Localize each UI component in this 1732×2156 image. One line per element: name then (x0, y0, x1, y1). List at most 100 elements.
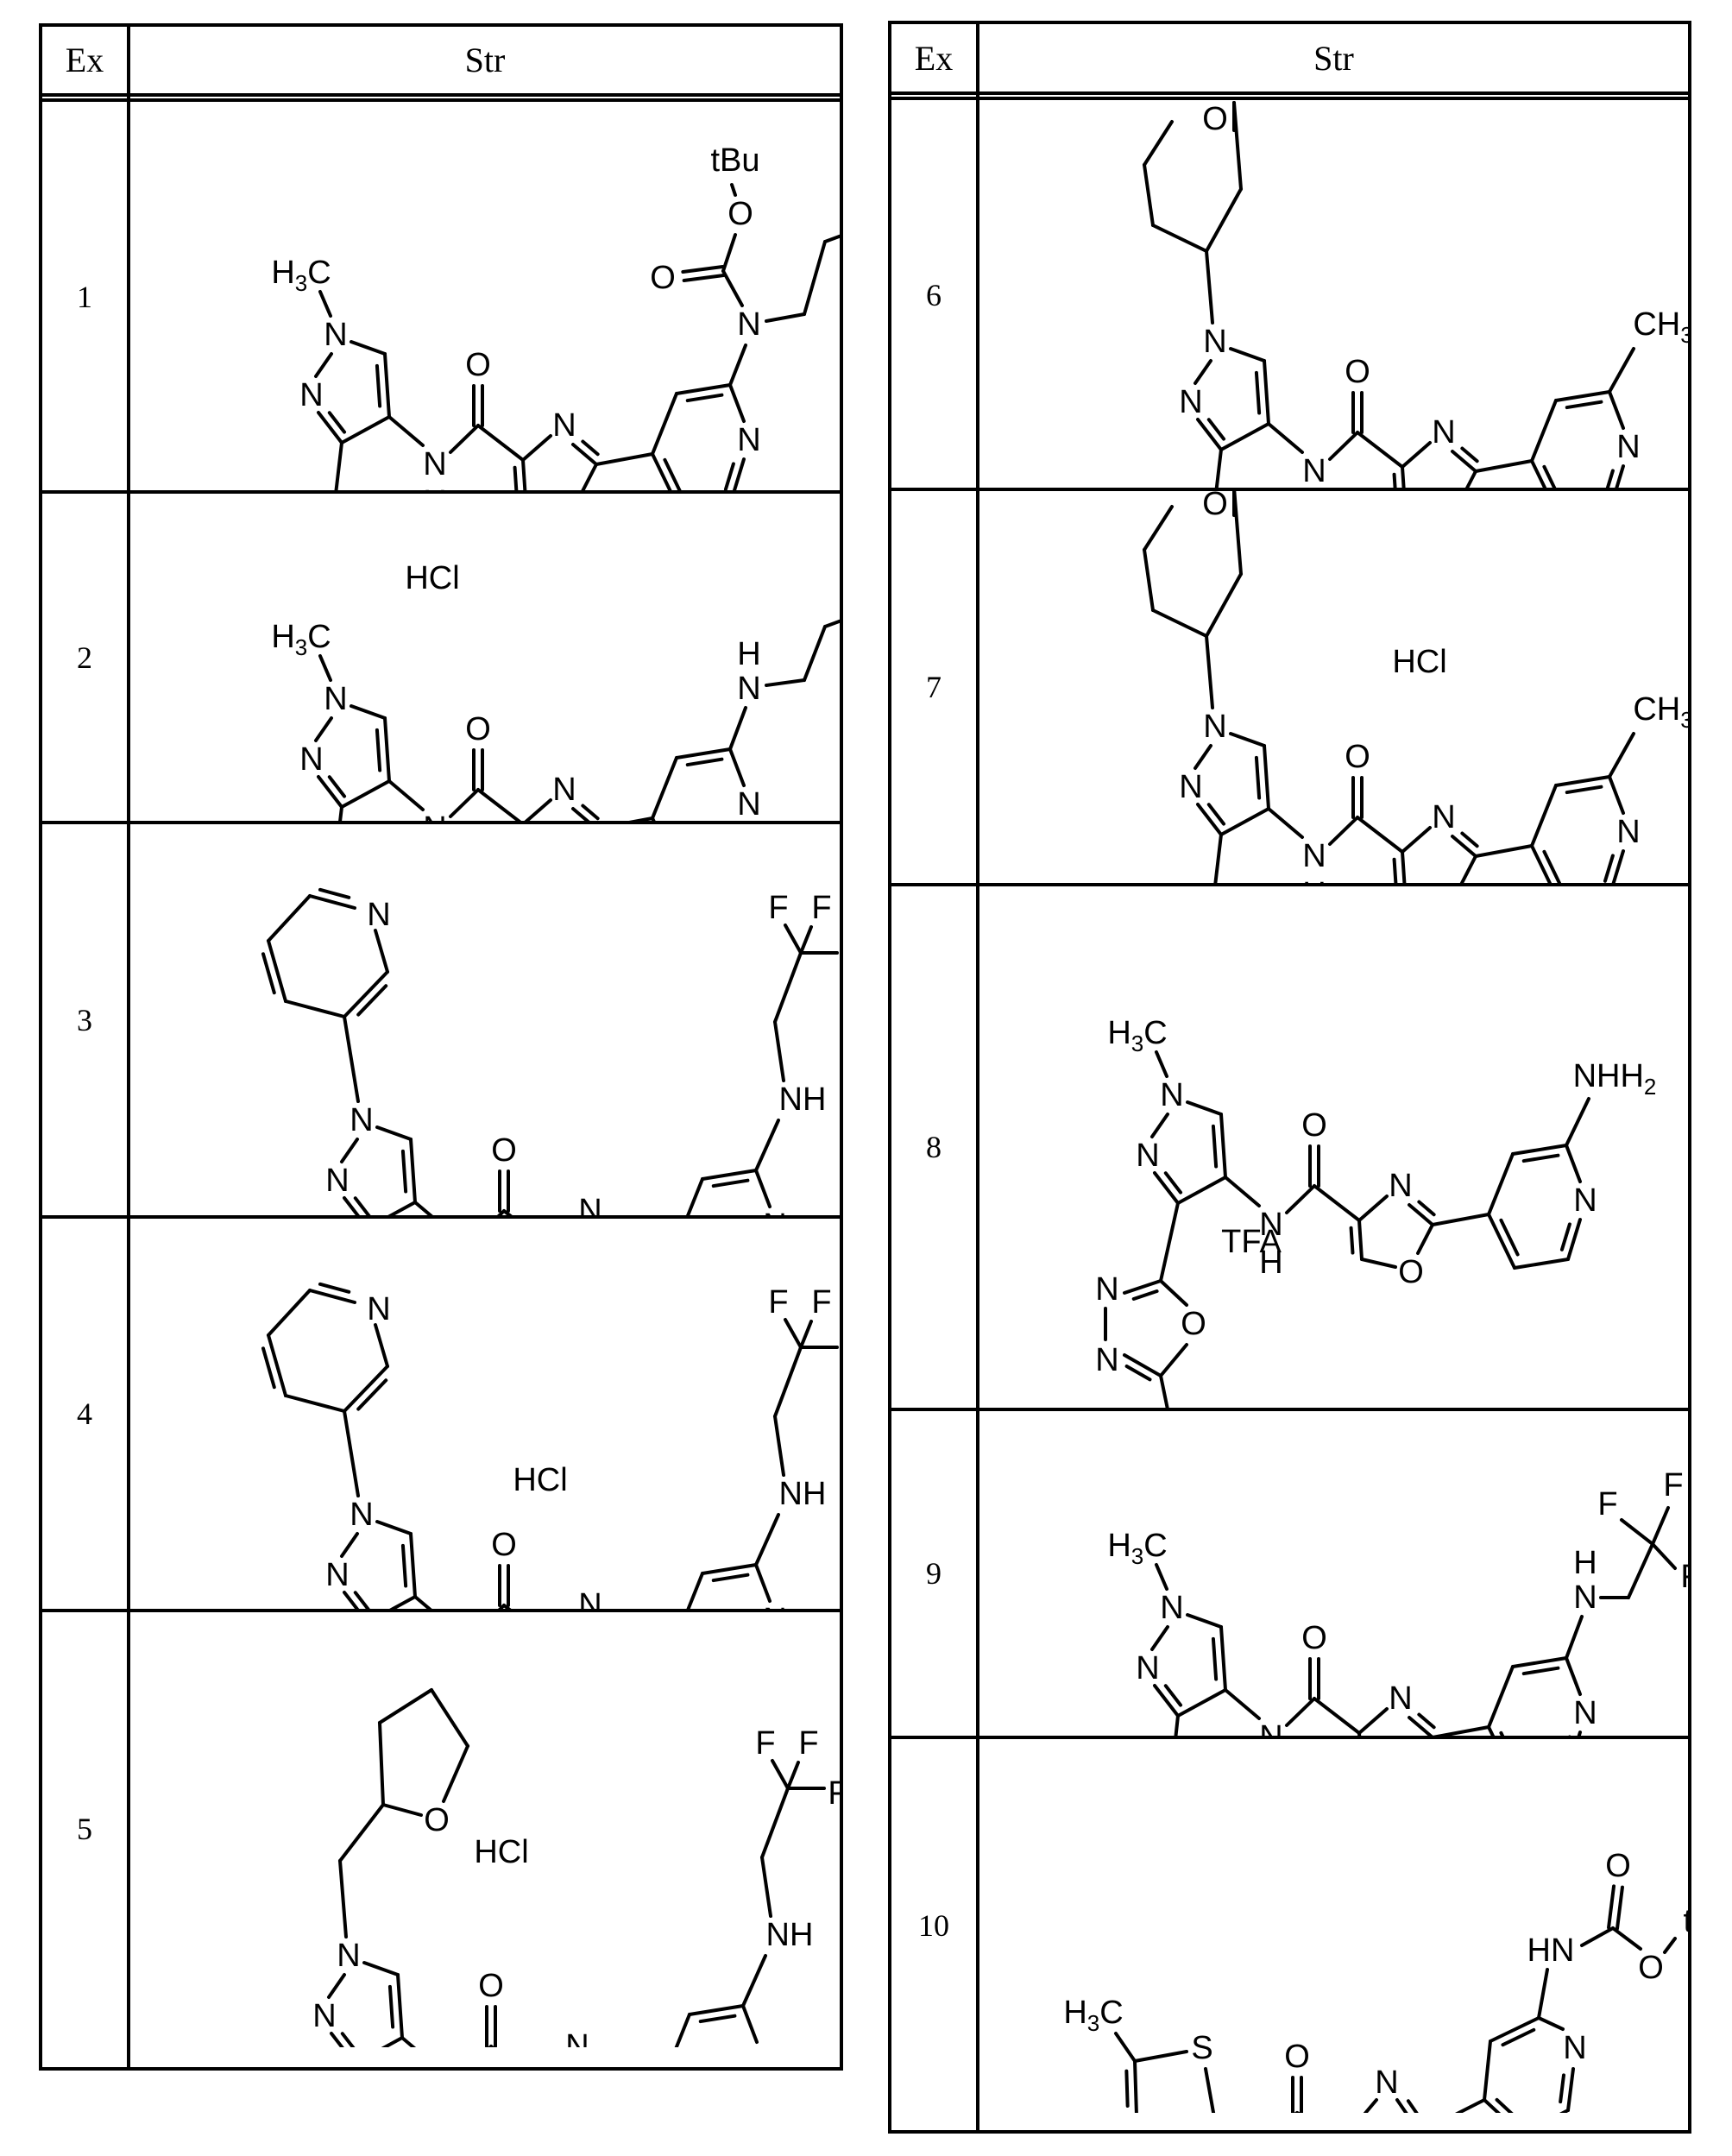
amide-o-label: O (1301, 1107, 1327, 1144)
oxazole-n-label: N (578, 1193, 601, 1217)
structure-drawing: NNNHONONH3COH2NNOOtBuOCH3 (236, 142, 935, 561)
oxazole-n-label: N (1389, 1680, 1412, 1717)
carbamate-n-label: N (737, 306, 760, 343)
h3c-label: H3C (1107, 1528, 1167, 1569)
amine-n-label: N (737, 671, 760, 707)
chemical-structure: NNNHONONOONH2NHFFFHCl (266, 1688, 848, 2156)
example-number: 2 (77, 640, 92, 675)
pyrazole-n2-label: N (1136, 1138, 1159, 1174)
structure-drawing: NNNHONONNOH2NNHFFFHCl (261, 1282, 861, 1741)
left-structure-table: ExStr1NNNHONONH3COH2NNOOtBuOCH32NNNHONON… (39, 23, 936, 2156)
ester-o-label: O (727, 196, 753, 232)
oxazole-n-label: N (1432, 414, 1455, 451)
structure-cell: NNNHONONOONH2NHFFFHCl (130, 1611, 848, 2156)
fluorine-label: F (768, 890, 788, 926)
pyridine-n-label: N (1616, 429, 1640, 465)
structure-drawing: SNH3COH2NNHONONHNOOtBu (1063, 1848, 1732, 2156)
pyrazole-n1-label: N (1160, 1077, 1183, 1113)
pyridine-n-label: N (737, 422, 760, 458)
structure-drawing: NNNHONONH3COH2NNHOCH3HCl (236, 545, 935, 925)
amide-o-label: O (491, 1132, 517, 1169)
pyrazole-n1-label: N (1160, 1590, 1183, 1626)
column-divider (976, 24, 979, 2130)
header-divider (42, 93, 840, 97)
pyrazole-n1-label: N (350, 1497, 373, 1533)
hcl-salt-label: HCl (405, 560, 459, 596)
example-number: 6 (926, 277, 942, 312)
oxazole-n-label: N (552, 407, 576, 444)
amine-nh-label: NH (766, 1917, 814, 1953)
ch3-label: CH3 (1633, 691, 1688, 733)
row-divider (42, 490, 840, 494)
pyrazole-n2-label: N (1179, 384, 1202, 420)
pyridine-n-label: N (367, 1291, 390, 1327)
pyridine-n-label: N (750, 2043, 773, 2047)
structure-drawing: NNNHONONH3CNNOOCH3NHH2TFA (1095, 1015, 1656, 1567)
chemical-structure: NNNHONONNOH2NNHFFFHCl (261, 1282, 861, 1741)
structure-drawing: NNNHONONOOH2NCH3 (1115, 101, 1693, 568)
row-divider (891, 1408, 1688, 1411)
right-structure-table: ExStr6NNNHONONOOH2NCH37NNNHONONOOH2NCH3H… (888, 21, 1732, 2156)
h3c-label: H3C (271, 255, 331, 296)
amide-o-label: O (465, 711, 491, 747)
row-divider (42, 1215, 840, 1219)
tbu-label: tBu (1683, 1903, 1688, 1939)
pyrazole-n1-label: N (350, 1102, 373, 1138)
hcl-salt-label: HCl (1392, 644, 1446, 680)
example-number: 1 (77, 280, 92, 314)
pyrazole-n2-label: N (1136, 1650, 1159, 1686)
amide-h-label: H (1259, 1245, 1282, 1281)
example-number: 7 (926, 670, 942, 704)
structure-cell: NNNHONONOOH2NCH3HCl (979, 486, 1693, 953)
fluorine-label: F (755, 1725, 775, 1762)
chemical-structure: NNNHONONOOH2NCH3 (1115, 101, 1693, 568)
pyrazole-n2-label: N (325, 1557, 349, 1593)
example-number: 3 (77, 1002, 92, 1037)
hcl-salt-label: HCl (474, 1834, 528, 1870)
header-str: Str (1313, 38, 1354, 78)
pyridine-n-label: N (1563, 2030, 1586, 2066)
pyrazole-n1-label: N (337, 1938, 360, 1974)
amide-n-label: N (423, 446, 446, 482)
chemical-structure: NNNHONONH3COH2NNHOCH3HCl (236, 545, 935, 925)
thf-o-label: O (424, 1802, 450, 1838)
fluorine-label: F (798, 1725, 818, 1762)
header-divider (891, 91, 1688, 95)
example-number: 4 (77, 1396, 92, 1431)
pyridine-n-label: N (737, 786, 760, 823)
tbu-label: tBu (710, 142, 759, 179)
fluorine-label: F (811, 890, 831, 926)
header-divider (891, 97, 1688, 100)
pyridine-n-label: N (1573, 1182, 1597, 1219)
example-number: 8 (926, 1130, 942, 1164)
header-ex: Ex (65, 41, 104, 79)
structure-cell: NNNHONONNOH2NNHFFF (130, 823, 861, 1346)
oxazole-n-label: N (552, 772, 576, 808)
amine-n-label: N (1573, 1579, 1597, 1616)
pyridine-n-label: N (367, 897, 390, 933)
row-divider (42, 1609, 840, 1612)
pyrazole-n2-label: N (299, 741, 323, 778)
amide-o-label: O (1284, 2039, 1310, 2075)
header-ex: Ex (914, 38, 954, 78)
carbamate-nh-label: HN (1527, 1932, 1575, 1969)
pyrazole-n2-label: N (1179, 769, 1202, 805)
oxazole-n-label: N (1432, 799, 1455, 835)
structure-cell: NNNHONONNOH2NNHFFFHCl (130, 1217, 861, 1741)
pyrazole-n1-label: N (1203, 709, 1226, 745)
amide-o-label: O (1345, 739, 1370, 775)
amide-o-label: O (465, 347, 491, 383)
carbamate-o-label: O (650, 260, 676, 296)
row-divider (42, 821, 840, 824)
chemical-structure: NNNHONONH3COH2NNOOtBuOCH3 (236, 142, 935, 561)
h3c-label: H3C (1107, 1015, 1167, 1056)
thp-o-label: O (1202, 101, 1228, 137)
pyrazole-n2-label: N (299, 377, 323, 413)
structure-drawing: NNNHONONH3CSOOH2NNHFFF (1075, 1467, 1700, 1888)
oxazole-o-label: O (1398, 1254, 1424, 1290)
amine-nh-label: NH (779, 1476, 827, 1512)
structure-drawing: NNNHONONNOH2NNHFFF (261, 887, 861, 1346)
fluorine-label: F (1663, 1467, 1683, 1504)
amide-o-label: O (1345, 354, 1370, 390)
ch3-label: CH3 (1633, 306, 1688, 348)
